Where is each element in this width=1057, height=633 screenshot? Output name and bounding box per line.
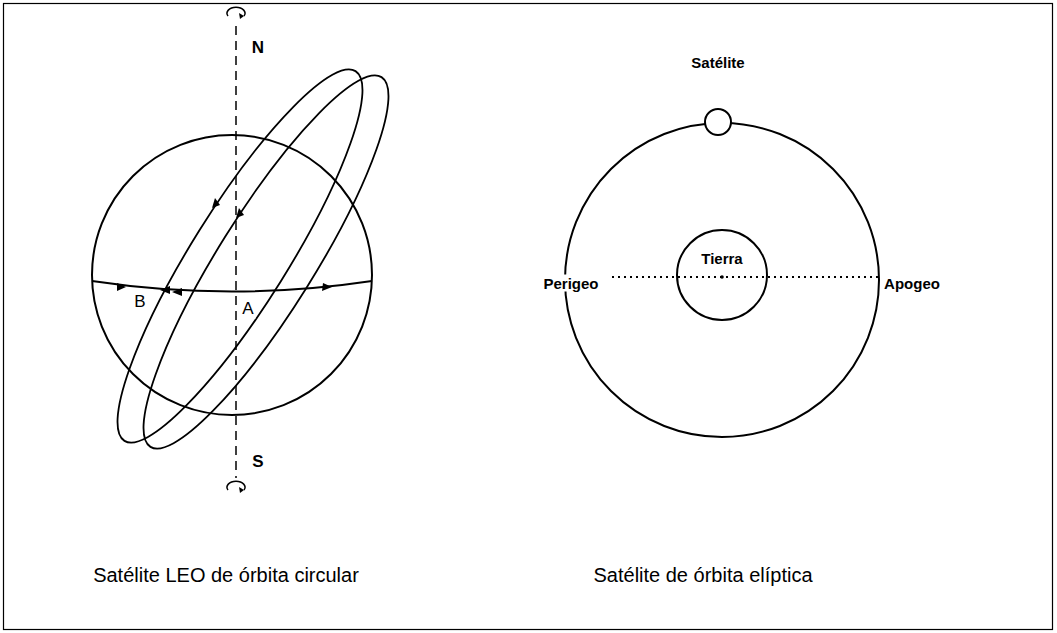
pole-label: N <box>250 38 266 58</box>
apsis-label: Apogeo <box>882 275 942 292</box>
polar-orbit <box>84 46 422 473</box>
circle-shape <box>677 230 767 320</box>
circle-outline <box>676 229 768 321</box>
rotation-axis <box>235 26 237 478</box>
figure-caption: Satélite de órbita elíptica <box>591 564 814 587</box>
frame-border <box>4 4 1053 630</box>
point-label: B <box>132 292 147 312</box>
pole-label: S <box>250 452 265 472</box>
circle-shape <box>705 109 731 135</box>
earth-sphere <box>92 135 372 415</box>
satellite-orbit <box>565 123 879 437</box>
node-label: Tierra <box>701 250 742 267</box>
earth-circle: Tierra <box>676 229 768 321</box>
figure-caption: Satélite LEO de órbita circular <box>91 564 361 587</box>
equator-track <box>92 281 372 292</box>
rotation-symbol <box>227 7 245 490</box>
circle-outline <box>704 108 732 136</box>
apsis-line <box>612 276 880 278</box>
orbit-arrowhead <box>212 198 244 218</box>
track-arrowhead <box>117 283 332 296</box>
apsis-label: Perigeo <box>541 275 600 292</box>
rotation-arrowhead <box>239 13 244 493</box>
point-label: A <box>240 299 255 319</box>
node-label: Satélite <box>691 54 744 71</box>
satellite-circle: Satélite <box>704 108 732 136</box>
earth-center <box>720 275 724 279</box>
